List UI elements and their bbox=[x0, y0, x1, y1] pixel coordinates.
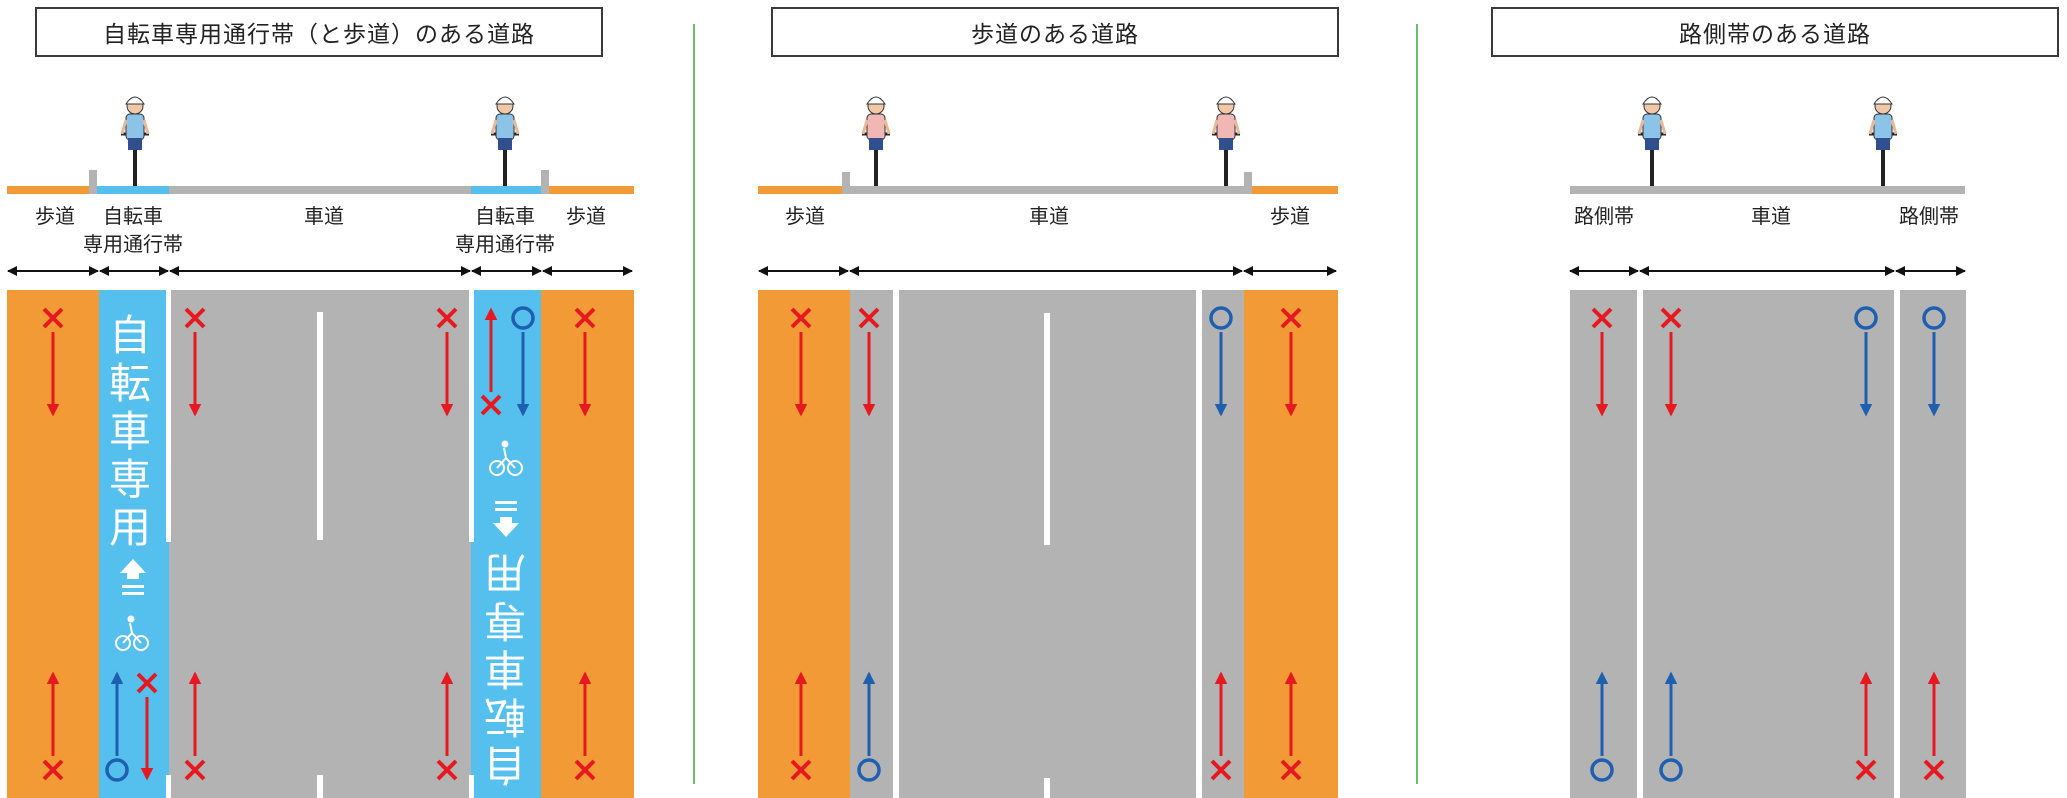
p1-lane-arrow-up bbox=[120, 559, 146, 579]
panel-3-title: 路側帯のある道路 bbox=[1491, 7, 2059, 57]
p2-center-dash-1 bbox=[1044, 313, 1050, 545]
p3-shoulder-right-outer-bottom-cross-symbol bbox=[1923, 759, 1945, 781]
p2-plan-sidewalk-left bbox=[758, 290, 850, 798]
p1-roadway-left-top-cross-symbol bbox=[184, 307, 206, 329]
p1-bikelane-left-bottom-circle-symbol bbox=[105, 758, 129, 782]
panel-1-label-bikelane-left-line2: 専用通行帯 bbox=[83, 232, 183, 256]
p1-lane-arrow-down-bar2 bbox=[495, 508, 517, 511]
p2-xsec-curb-right bbox=[1244, 172, 1252, 194]
p2-shoulder-right-bottom-cross-symbol bbox=[1210, 759, 1232, 781]
p3-edge-line-right bbox=[1894, 290, 1900, 798]
p3-cyclist-left bbox=[1637, 96, 1667, 186]
p1-lane-arrow-down bbox=[493, 517, 519, 537]
panel-1-label-roadway: 車道 bbox=[304, 204, 344, 228]
p1-bikelane-right-wrong-cross-symbol bbox=[480, 394, 502, 416]
p1-bikelane-left-wrong-cross-symbol bbox=[136, 672, 158, 694]
p1-cyclist-right bbox=[490, 96, 520, 186]
p2-shoulder-right-top-circle-symbol bbox=[1209, 306, 1233, 330]
p1-lane-line-right bbox=[469, 290, 474, 542]
panel-divider-2 bbox=[1416, 24, 1418, 784]
panel-2-title: 歩道のある道路 bbox=[771, 7, 1339, 57]
p1-lane-line-left-2 bbox=[166, 775, 171, 798]
p1-bike-symbol-left bbox=[115, 615, 149, 651]
p3-shoulder-right-inner-bottom-cross-symbol bbox=[1855, 759, 1877, 781]
panel-1-title: 自転車専用通行帯（と歩道）のある道路 bbox=[35, 7, 603, 57]
p1-xsec-curb-left bbox=[89, 170, 97, 194]
p1-roadway-left-bottom-cross-symbol bbox=[184, 759, 206, 781]
p3-plan-roadway bbox=[1570, 290, 1966, 798]
panel-1-label-bikelane-right-line2: 専用通行帯 bbox=[455, 232, 555, 256]
p1-plan-bikelane-right bbox=[471, 290, 541, 798]
panel-3-label-roadway: 車道 bbox=[1751, 204, 1791, 228]
p2-cyclist-right bbox=[1211, 96, 1241, 186]
panel-2-label-sidewalk-right: 歩道 bbox=[1270, 204, 1310, 228]
p2-xsec-roadway bbox=[850, 186, 1244, 194]
p2-sidewalk-left-bottom-cross-symbol bbox=[790, 759, 812, 781]
panel-2-label-roadway: 車道 bbox=[1029, 204, 1069, 228]
p2-cyclist-left bbox=[861, 96, 891, 186]
p2-xsec-curb-left bbox=[842, 172, 850, 194]
p3-shoulder-left-inner-top-cross-symbol bbox=[1660, 307, 1682, 329]
p1-lane-arrow-up-bar1 bbox=[122, 585, 144, 588]
panel-1-label-bikelane-left-line1: 自転車 bbox=[103, 204, 163, 228]
p1-xsec-roadway bbox=[169, 186, 471, 194]
p1-xsec-sidewalk-left bbox=[7, 186, 95, 194]
p1-sidewalk-left-top-cross-symbol bbox=[42, 307, 64, 329]
p1-xsec-curb-right bbox=[541, 170, 549, 194]
p1-roadway-right-top-cross-symbol bbox=[436, 307, 458, 329]
p2-sidewalk-right-top-cross-symbol bbox=[1280, 307, 1302, 329]
p3-shoulder-right-inner-top-circle-symbol bbox=[1854, 306, 1878, 330]
p2-xsec-sidewalk-right bbox=[1252, 186, 1338, 194]
p3-shoulder-left-outer-top-cross-symbol bbox=[1591, 307, 1613, 329]
p2-sidewalk-right-bottom-cross-symbol bbox=[1280, 759, 1302, 781]
p2-center-dash-2 bbox=[1044, 778, 1050, 798]
p1-sidewalk-right-top-cross-symbol bbox=[574, 307, 596, 329]
panel-3-label-shoulder-left: 路側帯 bbox=[1574, 204, 1634, 228]
panel-1-label-sidewalk-right: 歩道 bbox=[566, 204, 606, 228]
p1-roadway-right-bottom-cross-symbol bbox=[436, 759, 458, 781]
p1-xsec-bikelane-right bbox=[471, 186, 541, 194]
p2-shoulder-left-top-cross-symbol bbox=[858, 307, 880, 329]
panel-3-label-shoulder-right: 路側帯 bbox=[1899, 204, 1959, 228]
p1-lane-arrow-up-bar2 bbox=[122, 592, 144, 595]
p1-lane-arrow-down-bar1 bbox=[495, 501, 517, 504]
p3-shoulder-right-outer-top-circle-symbol bbox=[1922, 306, 1946, 330]
p2-edge-line-left bbox=[893, 290, 899, 798]
panel-1-label-bikelane-right-line1: 自転車 bbox=[475, 204, 535, 228]
p1-bike-symbol-right bbox=[489, 440, 523, 476]
panel-2-label-sidewalk-left: 歩道 bbox=[785, 204, 825, 228]
p1-plan-bikelane-left bbox=[99, 290, 169, 798]
p1-lane-line-left bbox=[166, 290, 171, 542]
bike-lane-marking-text: 自転車専用 bbox=[108, 311, 151, 552]
p1-lane-line-right-2 bbox=[469, 775, 474, 798]
p1-xsec-bikelane-left bbox=[97, 186, 169, 194]
p1-center-dash-1 bbox=[317, 312, 323, 540]
panel-divider-1 bbox=[693, 24, 695, 784]
p3-shoulder-left-inner-bottom-circle-symbol bbox=[1659, 758, 1683, 782]
p2-shoulder-left-bottom-circle-symbol bbox=[857, 758, 881, 782]
p1-sidewalk-right-bottom-cross-symbol bbox=[574, 759, 596, 781]
p1-cyclist-left bbox=[120, 96, 150, 186]
p1-bikelane-right-top-circle-symbol bbox=[511, 306, 535, 330]
p2-edge-line-right bbox=[1196, 290, 1202, 798]
p1-center-dash-2 bbox=[317, 775, 323, 798]
p1-plan-sidewalk-right bbox=[541, 290, 634, 798]
p1-sidewalk-left-bottom-cross-symbol bbox=[42, 759, 64, 781]
p3-xsec-roadway bbox=[1570, 186, 1965, 194]
p1-xsec-sidewalk-right bbox=[549, 186, 634, 194]
bike-lane-marking-text-rotated: 自転車専用 bbox=[484, 548, 527, 789]
p3-cyclist-right bbox=[1868, 96, 1898, 186]
p3-edge-line-left bbox=[1637, 290, 1643, 798]
p2-sidewalk-left-top-cross-symbol bbox=[790, 307, 812, 329]
p3-shoulder-left-outer-bottom-circle-symbol bbox=[1590, 758, 1614, 782]
p2-xsec-sidewalk-left bbox=[758, 186, 848, 194]
panel-1-label-sidewalk-left: 歩道 bbox=[35, 204, 75, 228]
